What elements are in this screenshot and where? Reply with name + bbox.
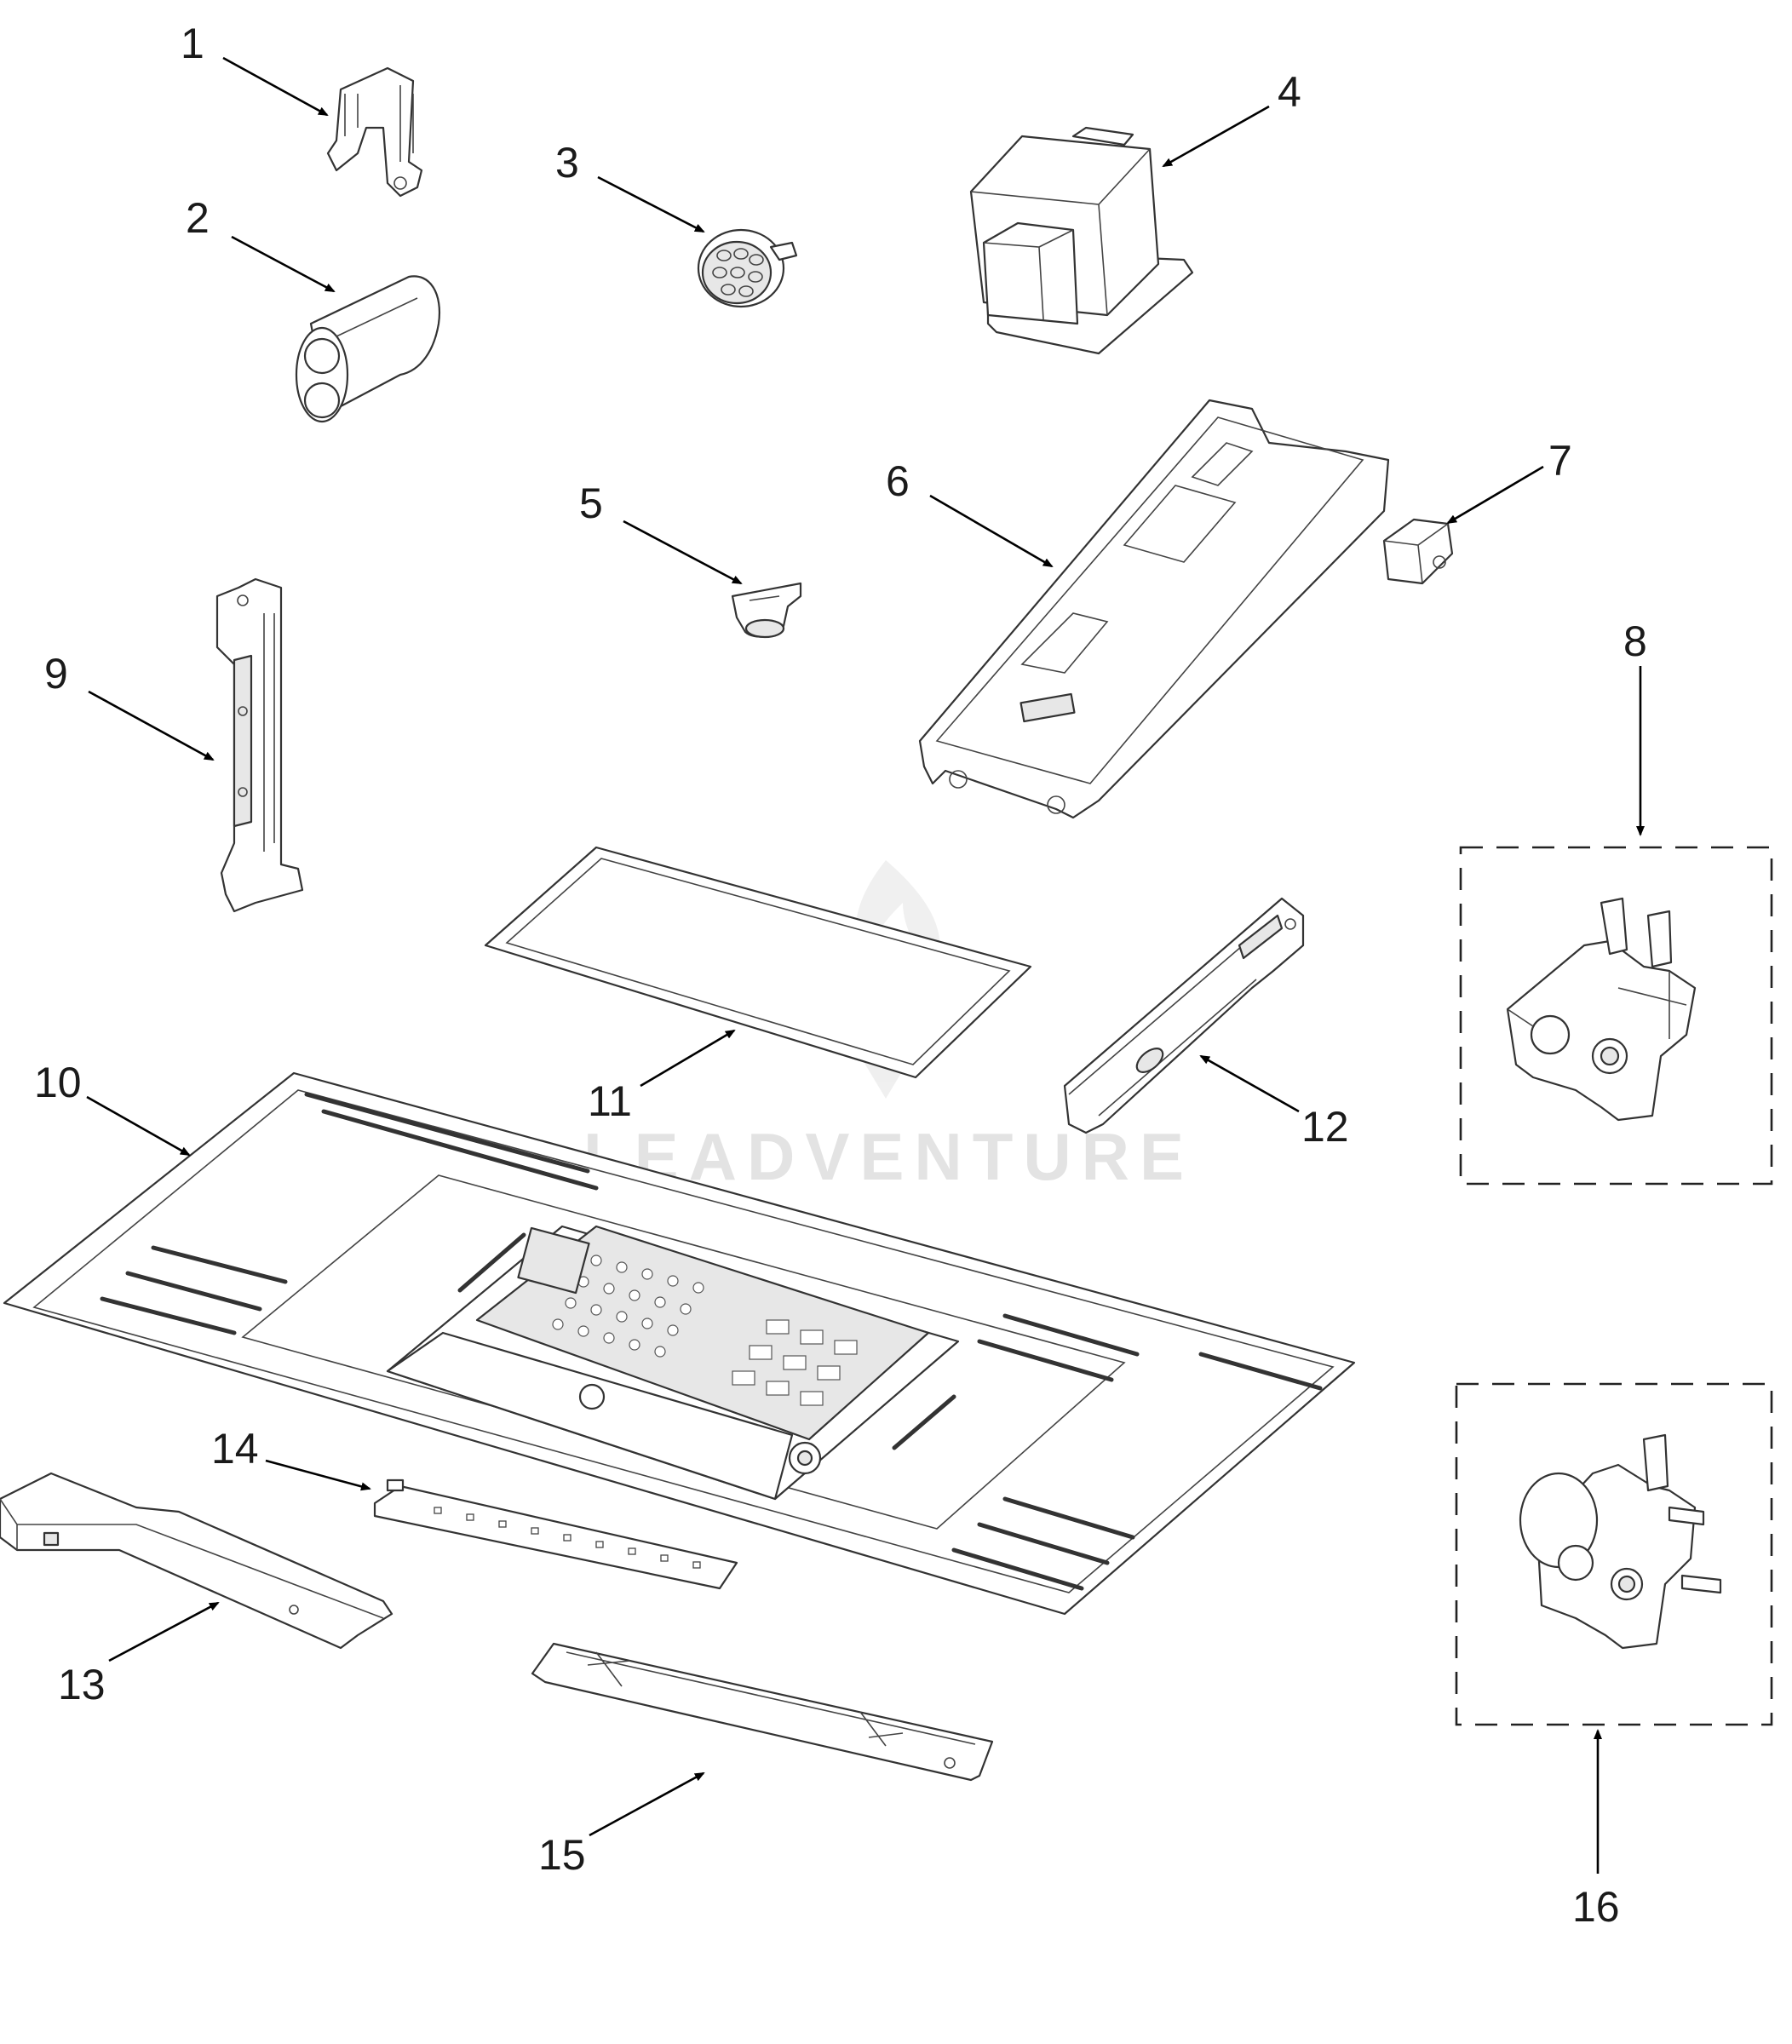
callout-5: 5 — [579, 479, 603, 527]
callout-11: 11 — [588, 1077, 632, 1125]
callout-13: 13 — [58, 1661, 106, 1708]
callout-labels: 1 2 3 4 5 6 7 8 9 10 11 12 13 14 15 16 — [34, 20, 1647, 1931]
part-6-mounting-plate — [918, 399, 1390, 819]
part-3-sensor — [697, 228, 798, 308]
callout-10: 10 — [34, 1059, 82, 1106]
callout-7: 7 — [1548, 437, 1572, 485]
part-15-bottom-tray — [531, 1642, 994, 1782]
part-5-thermal-cutout — [731, 582, 802, 639]
part-2-capacitor — [295, 275, 441, 423]
part-11-cover-panel — [484, 846, 1032, 1079]
callout-16: 16 — [1572, 1883, 1620, 1931]
callout-8-detail-box — [1459, 846, 1773, 1186]
part-16-damper-assembly — [1519, 1433, 1722, 1650]
callout-16-detail-box — [1455, 1382, 1773, 1726]
callout-8: 8 — [1623, 617, 1647, 665]
callout-3: 3 — [555, 139, 579, 187]
callout-15: 15 — [538, 1831, 586, 1879]
part-14-control-board — [373, 1478, 738, 1590]
part-8-damper-assembly — [1506, 897, 1697, 1122]
part-1-bracket — [326, 66, 423, 198]
part-9-vertical-bracket — [215, 577, 304, 913]
callout-1: 1 — [181, 20, 204, 67]
callout-14: 14 — [211, 1425, 259, 1473]
callout-2: 2 — [186, 194, 210, 242]
part-13-duct — [0, 1472, 393, 1650]
callout-4: 4 — [1278, 68, 1301, 116]
callout-12: 12 — [1301, 1103, 1349, 1151]
part-10-base-plate — [3, 1071, 1356, 1616]
leader-lines — [86, 56, 1645, 1874]
callout-9: 9 — [44, 650, 68, 698]
part-12-side-rail — [1063, 897, 1305, 1134]
part-7-switch — [1382, 518, 1454, 585]
callout-6: 6 — [886, 457, 910, 505]
part-4-transformer — [969, 126, 1194, 355]
